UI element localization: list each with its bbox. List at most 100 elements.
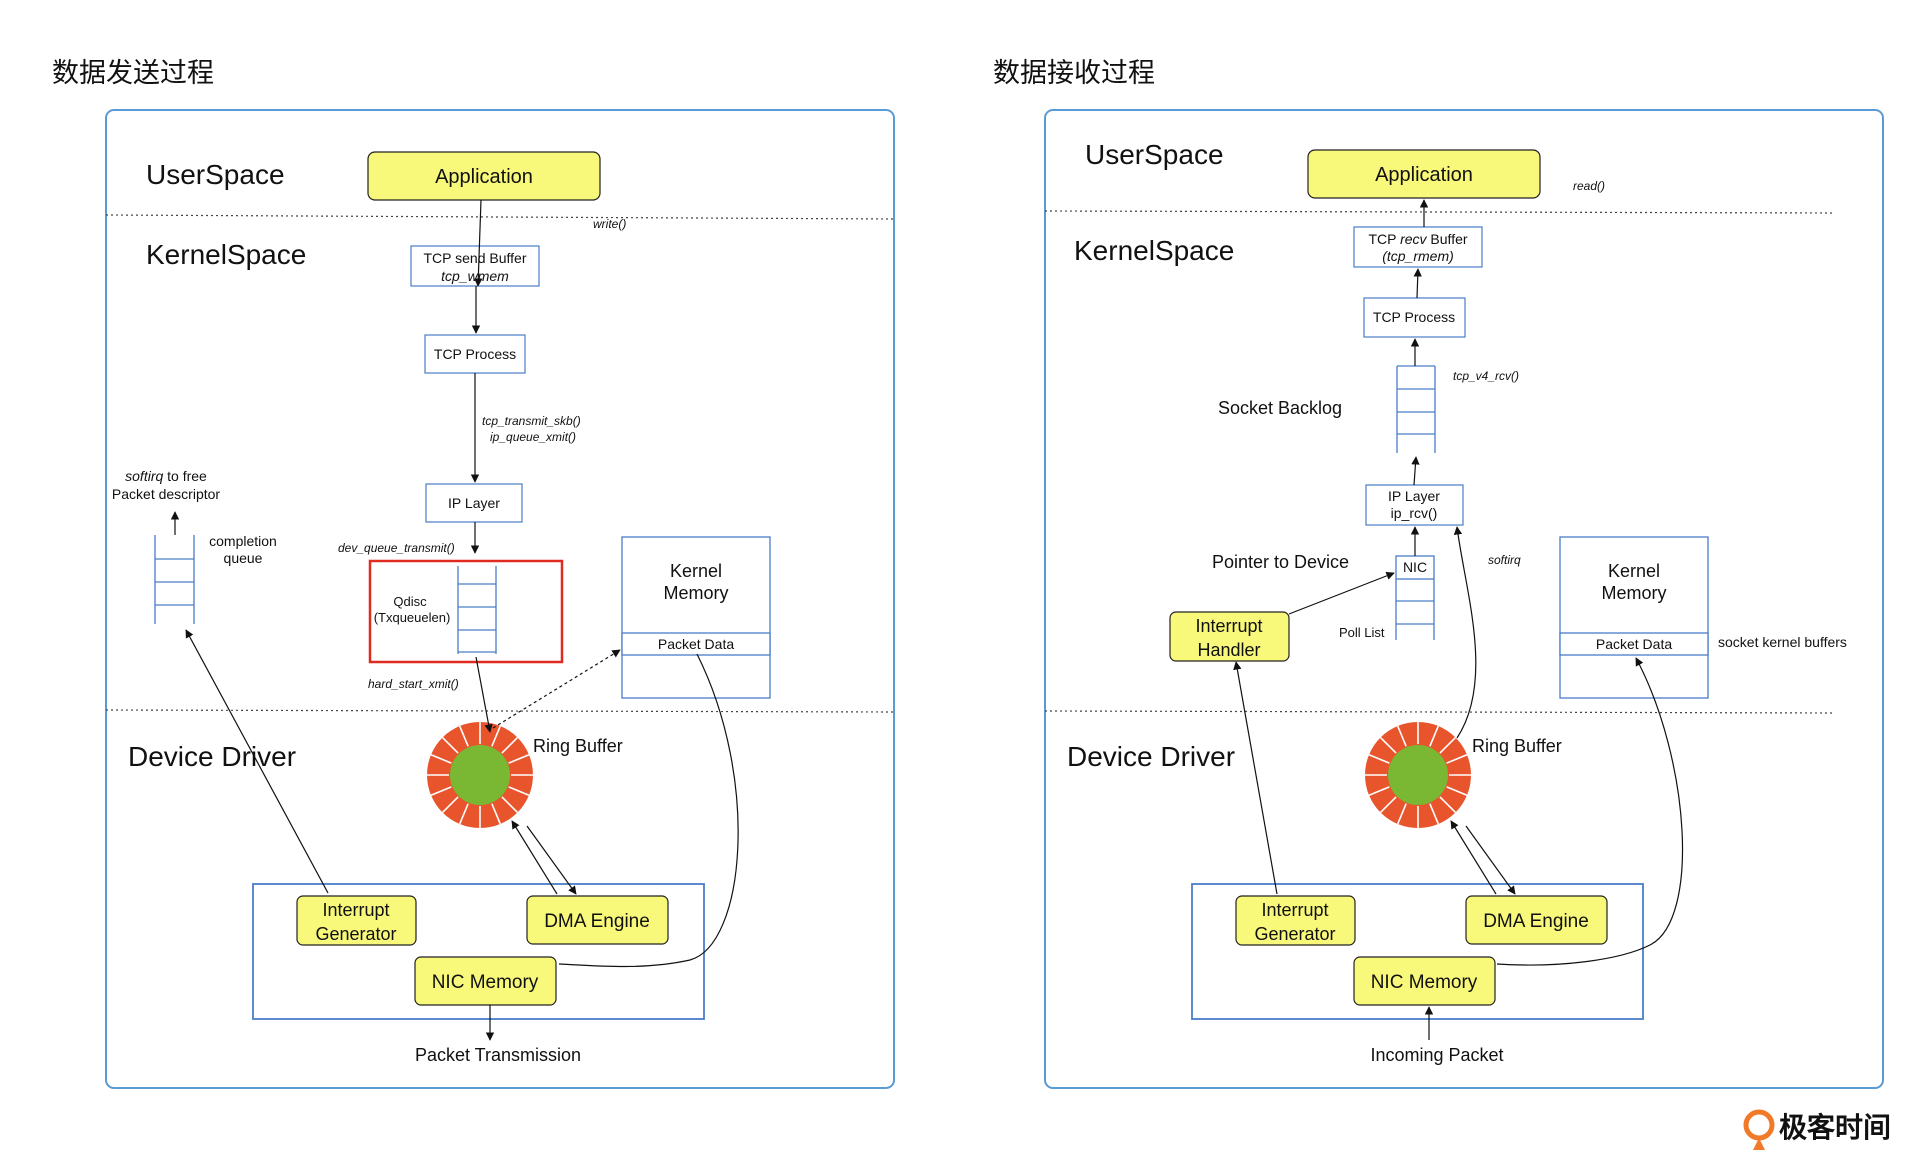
ring-segment-divider	[1439, 796, 1457, 814]
recv-packet-data-slot	[1559, 632, 1709, 656]
recv-socket-backlog-label: Socket Backlog	[1218, 398, 1342, 418]
recv-tcp-v4-rcv: tcp_v4_rcv()	[1453, 369, 1519, 383]
recv-ip-rcv-label: ip_rcv()	[1391, 505, 1438, 521]
send-ring-buffer	[427, 722, 533, 828]
geektime-logo-icon	[1743, 1109, 1775, 1150]
send-nic-memory-label: NIC Memory	[432, 972, 539, 993]
send-write-call: write()	[593, 217, 626, 231]
recv-diagram: 数据接收过程 UserSpace KernelSpace Device Driv…	[993, 58, 1884, 1089]
send-tcp-transmit-skb: tcp_transmit_skb()	[482, 414, 581, 428]
recv-nic-label: NIC	[1403, 559, 1427, 575]
send-packet-data-slot	[621, 632, 771, 656]
recv-application-label: Application	[1375, 164, 1473, 186]
recv-interrupt-generator-box	[1235, 895, 1356, 946]
recv-device-driver-label: Device Driver	[1067, 741, 1235, 772]
ring-segment-divider	[441, 736, 459, 754]
recv-tcp-process-box	[1363, 297, 1466, 338]
send-application-label: Application	[435, 166, 533, 188]
recv-poll-list-label: Poll List	[1339, 625, 1385, 640]
recv-nic-memory-label: NIC Memory	[1371, 972, 1478, 993]
ring-segment-divider	[501, 736, 519, 754]
recv-kernel-label: Kernel	[1608, 561, 1660, 581]
ring-segment-divider	[441, 796, 459, 814]
send-dma-engine-box	[526, 895, 669, 945]
recv-ring-buffer	[1365, 722, 1471, 828]
send-user-kernel-divider	[105, 214, 895, 220]
recv-interrupt-handler-label2: Handler	[1197, 640, 1260, 660]
send-dma-engine-label: DMA Engine	[544, 911, 650, 932]
send-queue-label: queue	[224, 550, 263, 566]
send-txqueuelen-label: (Txqueuelen)	[374, 610, 451, 625]
recv-nic-group	[1191, 883, 1644, 1020]
send-panel	[105, 109, 895, 1089]
recv-interrupt-label: Interrupt	[1261, 900, 1328, 920]
ring-segment-divider	[1368, 786, 1390, 797]
ring-segment-divider	[491, 803, 502, 825]
recv-memory-label: Memory	[1601, 583, 1666, 603]
send-qdisc-queue	[457, 566, 497, 654]
ring-segment-divider	[1379, 796, 1397, 814]
ring-segment-divider	[1379, 736, 1397, 754]
send-softirq-free-label: softirq to free	[125, 468, 207, 484]
send-arrows	[170, 199, 739, 1041]
recv-tcp-process-label: TCP Process	[1373, 309, 1455, 325]
recv-panel	[1044, 109, 1884, 1089]
send-packet-descriptor-label: Packet descriptor	[112, 486, 220, 502]
send-userspace-label: UserSpace	[146, 159, 285, 190]
watermark-text: 极客时间	[1779, 1111, 1891, 1143]
send-qdisc-label: Qdisc	[393, 594, 427, 609]
ring-segment-divider	[1446, 753, 1468, 764]
ring-segment-divider	[1368, 753, 1390, 764]
recv-kernel-driver-divider	[1044, 710, 1836, 714]
send-memory-label: Memory	[663, 583, 728, 603]
recv-ring-buffer-label: Ring Buffer	[1472, 736, 1562, 756]
send-generator-label: Generator	[315, 924, 396, 944]
ring-segment-divider	[1429, 803, 1440, 825]
send-ip-queue-xmit: ip_queue_xmit()	[490, 430, 576, 444]
recv-arrows	[1233, 199, 1684, 1040]
send-kernel-label: Kernel	[670, 561, 722, 581]
send-qdisc-box	[368, 559, 564, 664]
recv-kernelspace-label: KernelSpace	[1074, 235, 1234, 266]
recv-pointer-to-device-label: Pointer to Device	[1212, 552, 1349, 572]
ring-segment-divider	[508, 753, 530, 764]
send-kernelspace-label: KernelSpace	[146, 239, 306, 270]
ring-segment-divider	[501, 796, 519, 814]
ring-segment-divider	[1439, 736, 1457, 754]
recv-title: 数据接收过程	[993, 58, 1155, 88]
recv-ip-layer-label: IP Layer	[1388, 488, 1440, 504]
watermark: 极客时间	[1743, 1109, 1891, 1150]
ring-segment-divider	[491, 725, 502, 747]
recv-interrupt-handler-box	[1169, 611, 1290, 662]
send-tcp-process-label: TCP Process	[434, 346, 516, 362]
recv-packet-data-label: Packet Data	[1596, 636, 1672, 652]
recv-kernel-memory-box	[1559, 536, 1709, 699]
recv-tcp-recv-buffer-label: TCP recv Buffer	[1368, 231, 1467, 247]
send-tcp-wmem-label: tcp_wmem	[441, 268, 509, 284]
send-interrupt-label: Interrupt	[322, 900, 389, 920]
ring-segment-divider	[430, 753, 452, 764]
send-completion-label: completion	[209, 533, 277, 549]
send-title: 数据发送过程	[52, 58, 214, 88]
ring-segment-divider	[430, 786, 452, 797]
send-ring-buffer-label: Ring Buffer	[533, 736, 623, 756]
recv-application-box	[1307, 149, 1541, 199]
send-diagram: 数据发送过程 UserSpace KernelSpace Device Driv…	[52, 58, 895, 1089]
recv-user-kernel-divider	[1044, 210, 1836, 214]
ring-segment-divider	[508, 786, 530, 797]
send-device-driver-label: Device Driver	[128, 741, 296, 772]
recv-poll-list-queue	[1395, 579, 1435, 640]
ring-segment-divider	[1396, 725, 1407, 747]
recv-tcp-rmem-label: (tcp_rmem)	[1382, 248, 1454, 264]
send-interrupt-generator-box	[296, 895, 417, 946]
recv-ip-layer-box	[1365, 484, 1464, 526]
recv-nic-memory-box	[1353, 956, 1496, 1006]
recv-tcp-recv-buffer-box	[1353, 226, 1483, 268]
recv-dma-engine-label: DMA Engine	[1483, 911, 1589, 932]
send-nic-memory-box	[414, 956, 557, 1006]
send-ip-layer-label: IP Layer	[448, 495, 500, 511]
ring-segment-divider	[1446, 786, 1468, 797]
recv-softirq-label: softirq	[1488, 553, 1521, 567]
